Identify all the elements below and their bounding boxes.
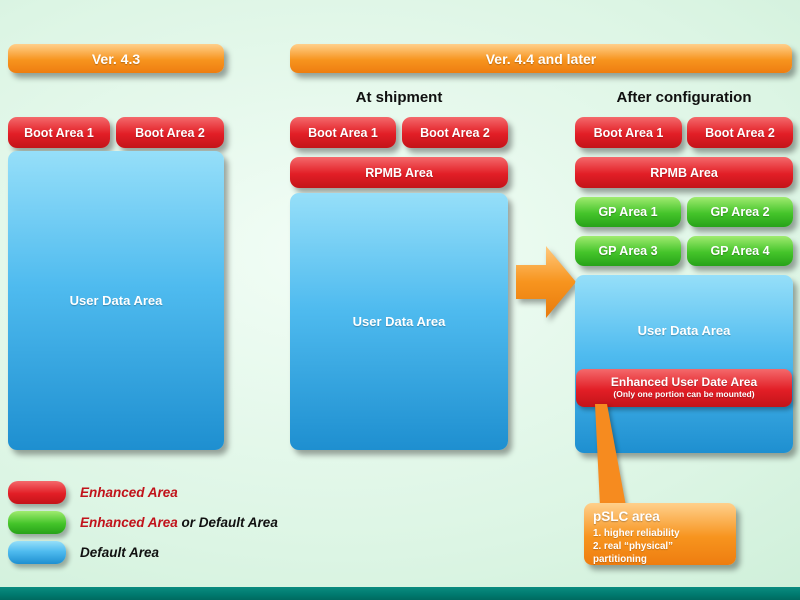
version-44-header: Ver. 4.4 and later — [290, 44, 792, 73]
config-boot-area-1-label: Boot Area 1 — [593, 125, 664, 140]
enhanced-user-data-area: Enhanced User Date Area (Only one portio… — [576, 369, 792, 407]
config-rpmb-label: RPMB Area — [650, 165, 718, 180]
v43-boot-area-2: Boot Area 2 — [116, 117, 224, 148]
legend-swatch-enhanced-or-default — [8, 511, 66, 534]
config-user-data-label: User Data Area — [637, 323, 731, 338]
legend-label-default: Default Area — [80, 545, 160, 560]
shipment-boot-area-1: Boot Area 1 — [290, 117, 396, 148]
shipment-boot-area-1-label: Boot Area 1 — [308, 125, 378, 140]
shipment-rpmb-area: RPMB Area — [290, 157, 508, 188]
version-43-header: Ver. 4.3 — [8, 44, 224, 73]
version-44-label: Ver. 4.4 and later — [485, 50, 597, 67]
v43-boot-area-2-label: Boot Area 2 — [135, 125, 205, 140]
pslc-callout-item-1: 1. higher reliability — [593, 528, 680, 539]
config-gp-area-3-label: GP Area 3 — [598, 244, 658, 258]
config-boot-area-1: Boot Area 1 — [575, 117, 682, 148]
legend-swatch-enhanced — [8, 481, 66, 504]
v43-user-data-label: User Data Area — [69, 293, 163, 308]
shipment-user-data-area: User Data Area — [290, 193, 508, 450]
config-gp-area-4: GP Area 4 — [687, 236, 793, 266]
pslc-callout-item-2: 2. real “physical” partitioning — [593, 541, 674, 566]
version-43-label: Ver. 4.3 — [91, 50, 141, 67]
legend-swatch-default — [8, 541, 66, 564]
after-configuration-title: After configuration — [616, 89, 752, 106]
enhanced-user-data-title: Enhanced User Date Area — [610, 375, 758, 390]
at-shipment-title: At shipment — [355, 89, 443, 106]
shipment-boot-area-2-label: Boot Area 2 — [420, 125, 490, 140]
callout-pointer — [595, 404, 626, 506]
v43-boot-area-1: Boot Area 1 — [8, 117, 110, 148]
config-gp-area-1-label: GP Area 1 — [598, 205, 658, 219]
config-user-data-area: User Data Area Enhanced User Date Area (… — [575, 275, 793, 453]
transform-arrow-icon — [516, 246, 576, 318]
config-boot-area-2: Boot Area 2 — [687, 117, 793, 148]
v43-user-data-area: User Data Area — [8, 151, 224, 450]
config-gp-area-4-label: GP Area 4 — [710, 244, 770, 258]
shipment-user-data-label: User Data Area — [352, 314, 446, 329]
config-gp-area-3: GP Area 3 — [575, 236, 681, 266]
legend-label-enhanced: Enhanced Area — [80, 485, 178, 500]
footer-bar — [0, 587, 800, 600]
v43-boot-area-1-label: Boot Area 1 — [24, 125, 94, 140]
pslc-callout-title: pSLC area — [593, 509, 660, 524]
shipment-boot-area-2: Boot Area 2 — [402, 117, 508, 148]
config-boot-area-2-label: Boot Area 2 — [705, 125, 775, 140]
legend-label-enhanced-part: Enhanced Area — [80, 515, 178, 530]
legend-label-enhanced-or-default: Enhanced Area or Default Area — [80, 515, 278, 530]
config-gp-area-2-label: GP Area 2 — [710, 205, 770, 219]
config-gp-area-2: GP Area 2 — [687, 197, 793, 227]
config-rpmb-area: RPMB Area — [575, 157, 793, 188]
shipment-rpmb-label: RPMB Area — [365, 165, 433, 180]
enhanced-user-data-note: (Only one portion can be mounted) — [613, 389, 755, 400]
pslc-callout: pSLC area 1. higher reliability 2. real … — [584, 503, 736, 565]
config-gp-area-1: GP Area 1 — [575, 197, 681, 227]
legend-label-or-default-part: or Default Area — [177, 515, 278, 530]
